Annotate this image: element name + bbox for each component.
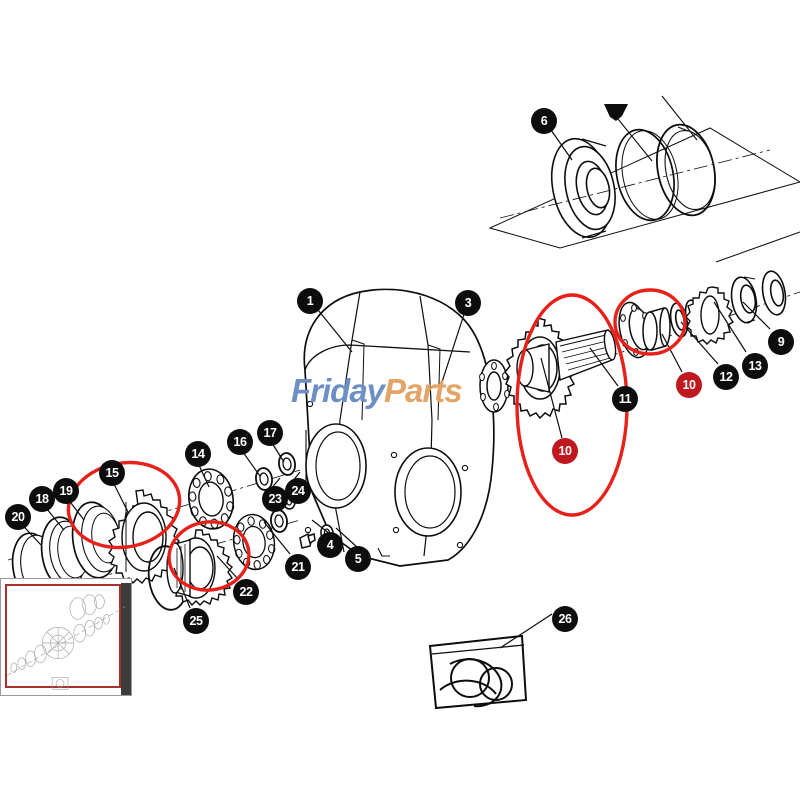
callout-label: 12 xyxy=(719,369,733,384)
part-group-pinion-shaft xyxy=(479,231,800,420)
callout-label: 20 xyxy=(11,509,25,524)
callout-label: 13 xyxy=(748,358,762,373)
callout-badge-24[interactable]: 24 xyxy=(285,478,311,504)
callout-label: 10 xyxy=(682,377,696,392)
callout-badge-5[interactable]: 5 xyxy=(345,546,371,572)
callout-badge-15[interactable]: 15 xyxy=(99,460,125,486)
thumbnail-shadow xyxy=(121,583,131,695)
highlight-left-pinion xyxy=(167,520,251,592)
callout-badge-22[interactable]: 22 xyxy=(233,579,259,605)
part-group-left-geartrain xyxy=(7,451,335,611)
callout-label: 16 xyxy=(233,434,247,449)
callout-label: 4 xyxy=(326,537,334,552)
callout-label: 11 xyxy=(618,391,632,406)
part-group-seal-retainer xyxy=(488,95,800,249)
callout-label: 25 xyxy=(189,613,203,628)
thumbnail-frame xyxy=(5,584,121,688)
thumbnail-artwork xyxy=(6,594,126,690)
callout-label: 21 xyxy=(291,559,305,574)
callout-label: 17 xyxy=(263,425,277,440)
callout-label: 23 xyxy=(268,491,282,506)
callout-label: 15 xyxy=(105,465,119,480)
reference-thumbnail[interactable] xyxy=(0,578,132,696)
callout-badge-21[interactable]: 21 xyxy=(285,554,311,580)
callout-label: 5 xyxy=(354,551,362,566)
callout-badge-16[interactable]: 16 xyxy=(227,429,253,455)
callout-badge-11[interactable]: 11 xyxy=(612,386,638,412)
callout-badge-6[interactable]: 6 xyxy=(531,108,557,134)
callout-badge-19[interactable]: 19 xyxy=(53,478,79,504)
callout-label: 9 xyxy=(777,334,785,349)
callout-label: 6 xyxy=(540,113,548,128)
callout-badge-12[interactable]: 12 xyxy=(713,364,739,390)
watermark-primary: Friday xyxy=(291,372,385,409)
callout-label: 3 xyxy=(464,295,472,310)
callout-badge-23[interactable]: 23 xyxy=(262,486,288,512)
callout-badge-20[interactable]: 20 xyxy=(5,504,31,530)
callout-label: 24 xyxy=(291,483,305,498)
callout-label: 14 xyxy=(191,446,205,461)
callout-badge-10b[interactable]: 10 xyxy=(676,372,702,398)
callout-badge-18[interactable]: 18 xyxy=(29,486,55,512)
callout-badge-9[interactable]: 9 xyxy=(768,329,794,355)
part-group-oring-bag xyxy=(428,634,528,710)
highlight-right-bearing xyxy=(613,288,687,356)
part-housing xyxy=(303,288,495,567)
callout-badge-4[interactable]: 4 xyxy=(317,532,343,558)
callout-label: 22 xyxy=(239,584,253,599)
callout-badge-25[interactable]: 25 xyxy=(183,608,209,634)
watermark-secondary: Parts xyxy=(384,372,463,409)
callout-badge-17[interactable]: 17 xyxy=(257,420,283,446)
watermark: FridayParts xyxy=(291,372,511,410)
callout-badge-26[interactable]: 26 xyxy=(552,606,578,632)
callout-label: 1 xyxy=(306,293,314,308)
callout-label: 10 xyxy=(558,443,572,458)
callout-badge-10a[interactable]: 10 xyxy=(552,438,578,464)
callout-label: 18 xyxy=(35,491,49,506)
callout-badge-1[interactable]: 1 xyxy=(297,288,323,314)
callout-label: 19 xyxy=(59,483,73,498)
callout-badge-14[interactable]: 14 xyxy=(185,441,211,467)
callout-badge-13[interactable]: 13 xyxy=(742,353,768,379)
callout-label: 26 xyxy=(558,611,572,626)
callout-badge-3[interactable]: 3 xyxy=(455,290,481,316)
